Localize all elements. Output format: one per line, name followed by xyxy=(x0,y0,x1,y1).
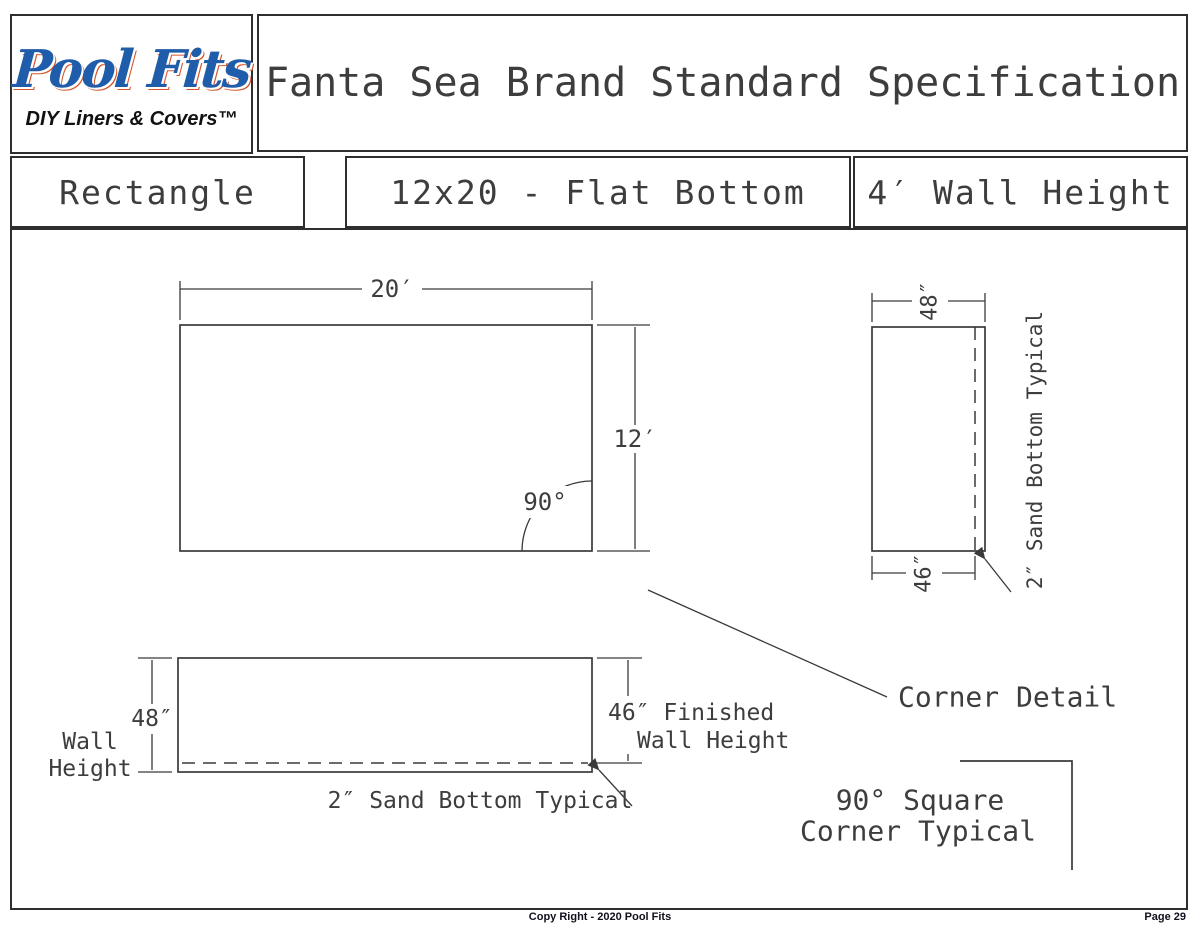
logo-box: Pool Fits DIY Liners & Covers™ xyxy=(10,14,253,154)
elevation-wall-caption-2: Height xyxy=(48,756,131,782)
spec-shape-cell: Rectangle xyxy=(10,156,305,228)
corner-detail-leader xyxy=(647,589,888,698)
pool-fits-logo: Pool Fits xyxy=(10,38,253,100)
logo-tagline: DIY Liners & Covers™ xyxy=(25,107,238,130)
corner-sand-arrow xyxy=(973,546,1012,593)
spec-size-cell: 12x20 - Flat Bottom xyxy=(345,156,851,228)
corner-detail-rect xyxy=(871,326,986,552)
corner-detail-label: Corner Detail xyxy=(898,681,1117,714)
plan-width-dimension xyxy=(179,281,593,320)
corner-width-dimension xyxy=(871,293,986,322)
square-corner-symbol xyxy=(960,760,1073,870)
square-corner-label-1: 90° Square xyxy=(836,784,1005,817)
plan-height-label: 12′ xyxy=(613,425,656,453)
page-title: Fanta Sea Brand Standard Specification xyxy=(264,60,1181,106)
elevation-rect xyxy=(177,657,593,773)
drawing-area: 20′ 12′ 90° 48″ 46″ 2″ Sand Bottom Typic… xyxy=(10,228,1188,910)
elevation-finished-label-2: Wall Height xyxy=(637,728,789,754)
plan-angle-label: 90° xyxy=(523,488,566,516)
corner-finished-height-label: 46″ xyxy=(912,553,937,593)
elevation-finished-dimension xyxy=(595,657,642,764)
elevation-sand-arrow xyxy=(587,758,633,807)
elevation-wall-height-label: 48″ xyxy=(131,706,173,732)
footer-page-number: Page 29 xyxy=(1144,911,1186,923)
elevation-finished-label-1: 46″ Finished xyxy=(608,700,774,726)
corner-sand-note: 2″ Sand Bottom Typical xyxy=(1023,311,1047,589)
corner-wall-height-label: 48″ xyxy=(918,281,943,321)
elevation-sand-note: 2″ Sand Bottom Typical xyxy=(328,788,633,814)
angle-label-mask xyxy=(513,486,577,518)
elevation-wall-caption-1: Wall xyxy=(62,729,117,755)
title-box: Fanta Sea Brand Standard Specification xyxy=(257,14,1188,152)
plan-width-label: 20′ xyxy=(370,275,413,303)
elevation-wall-dimension xyxy=(138,657,172,773)
spec-wall-height-cell: 4′ Wall Height xyxy=(853,156,1188,228)
square-corner-label-2: Corner Typical xyxy=(800,815,1036,848)
drawing-canvas: 20′ 12′ 90° 48″ 46″ 2″ Sand Bottom Typic… xyxy=(48,275,1117,870)
plan-height-dimension xyxy=(597,324,650,552)
plan-view-rect xyxy=(179,324,593,552)
corner-finished-dimension xyxy=(871,556,976,580)
footer-copyright: Copy Right - 2020 Pool Fits xyxy=(528,911,672,923)
